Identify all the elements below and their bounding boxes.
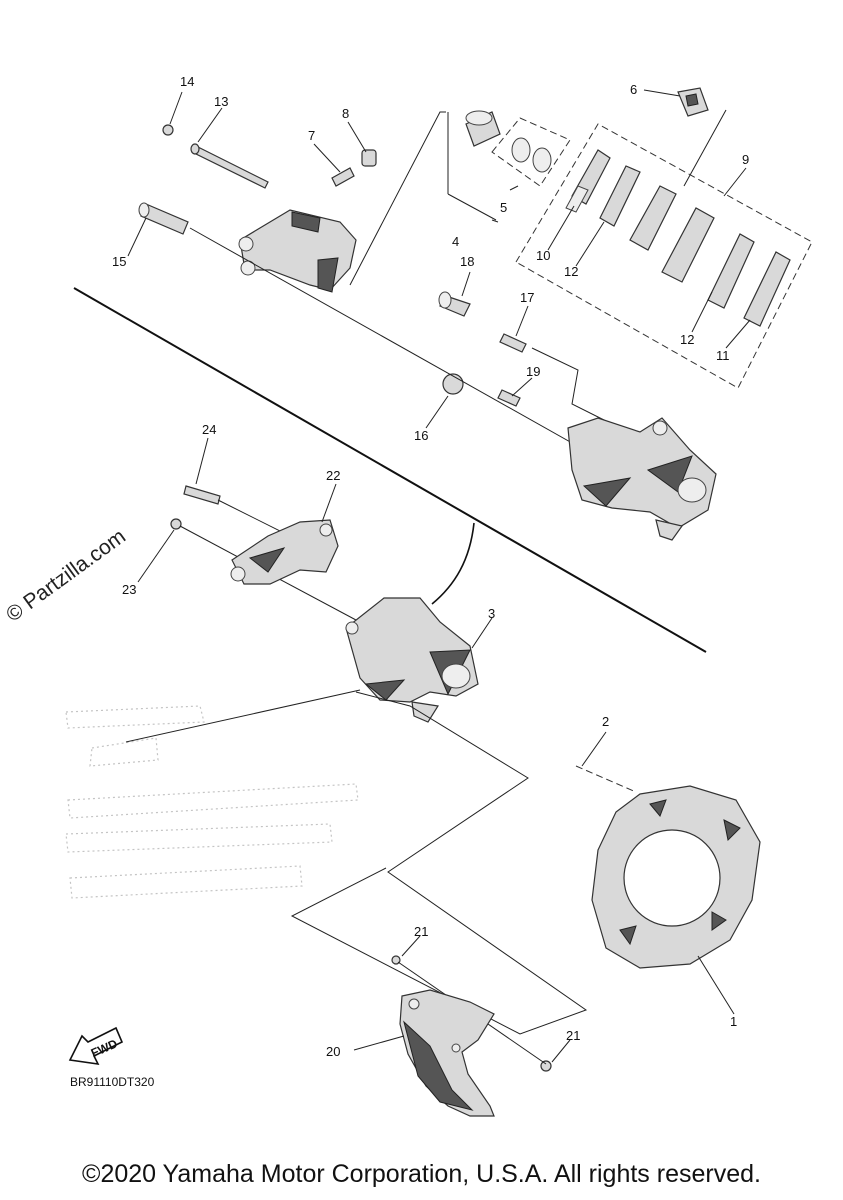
- label-5: 5: [500, 200, 507, 215]
- label-20: 20: [326, 1044, 340, 1059]
- part-7-pin: [331, 167, 355, 187]
- fwd-arrow-icon: FWD: [68, 1026, 124, 1066]
- label-4: 4: [452, 234, 459, 249]
- label-24: 24: [202, 422, 216, 437]
- label-21-lower: 21: [566, 1028, 580, 1043]
- diagram-code: BR91110DT320: [70, 1075, 155, 1089]
- caliper-bracket-upper: [567, 417, 717, 541]
- label-17: 17: [520, 290, 534, 305]
- pad-plate-a: [629, 185, 677, 251]
- ghost-parts: [65, 705, 359, 899]
- label-23: 23: [122, 582, 136, 597]
- caliper-body-upper: [238, 209, 357, 293]
- label-13: 13: [214, 94, 228, 109]
- part-19-screw: [497, 389, 521, 407]
- part-4-piston: [465, 110, 501, 147]
- label-22: 22: [326, 468, 340, 483]
- label-2: 2: [602, 714, 609, 729]
- label-3: 3: [488, 606, 495, 621]
- label-21-upper: 21: [414, 924, 428, 939]
- label-12-lower: 12: [680, 332, 694, 347]
- part-8-bleed-bolt: [361, 149, 377, 167]
- label-12-upper: 12: [564, 264, 578, 279]
- label-19: 19: [526, 364, 540, 379]
- part-17-bolt: [499, 333, 527, 353]
- brake-hose: [290, 691, 588, 1035]
- copyright-notice: ©2020 Yamaha Motor Corporation, U.S.A. A…: [82, 1160, 761, 1188]
- label-9: 9: [742, 152, 749, 167]
- leader-ghost-hose: [125, 689, 361, 743]
- leader-lines: [127, 89, 751, 1063]
- label-18: 18: [460, 254, 474, 269]
- part-3-caliper-assy: [345, 597, 479, 723]
- part-6-clip: [677, 87, 709, 117]
- part-16-cap: [442, 373, 464, 395]
- part-9-pad-kit-box: [515, 123, 813, 389]
- leader-2: [575, 765, 637, 793]
- label-7: 7: [308, 128, 315, 143]
- leader-15-bracket: [189, 227, 621, 471]
- part-12-shim-upper: [599, 165, 641, 227]
- part-20-disc-guard: [399, 989, 495, 1117]
- part-14-nut: [162, 124, 174, 136]
- part-11-pad: [743, 251, 791, 327]
- label-16: 16: [414, 428, 428, 443]
- label-1: 1: [730, 1014, 737, 1029]
- label-11: 11: [716, 348, 730, 363]
- part-22-support-bracket: [230, 519, 339, 585]
- part-13-bolt: [190, 143, 269, 189]
- pad-plate-b: [661, 207, 715, 283]
- part-23-bolt: [170, 518, 182, 530]
- label-6: 6: [630, 82, 637, 97]
- part-24-bolt: [183, 485, 221, 505]
- part-21-bolt-lower: [540, 1060, 552, 1072]
- label-8: 8: [342, 106, 349, 121]
- divider-line: [73, 287, 707, 653]
- part-5-seals: [491, 117, 571, 187]
- part-18-pin: [438, 291, 471, 317]
- label-10: 10: [536, 248, 550, 263]
- label-15: 15: [112, 254, 126, 269]
- leader-6-9: [683, 109, 727, 187]
- leader-4-5: [447, 112, 499, 223]
- part-1-brake-disc: [591, 785, 761, 969]
- caliper-leader-bracket: [349, 111, 446, 286]
- part-12-shim-lower: [707, 233, 755, 309]
- part-15-pin: [138, 202, 189, 235]
- divider-connector: [431, 522, 475, 605]
- part-10-pad: [565, 149, 611, 213]
- label-14: 14: [180, 74, 194, 89]
